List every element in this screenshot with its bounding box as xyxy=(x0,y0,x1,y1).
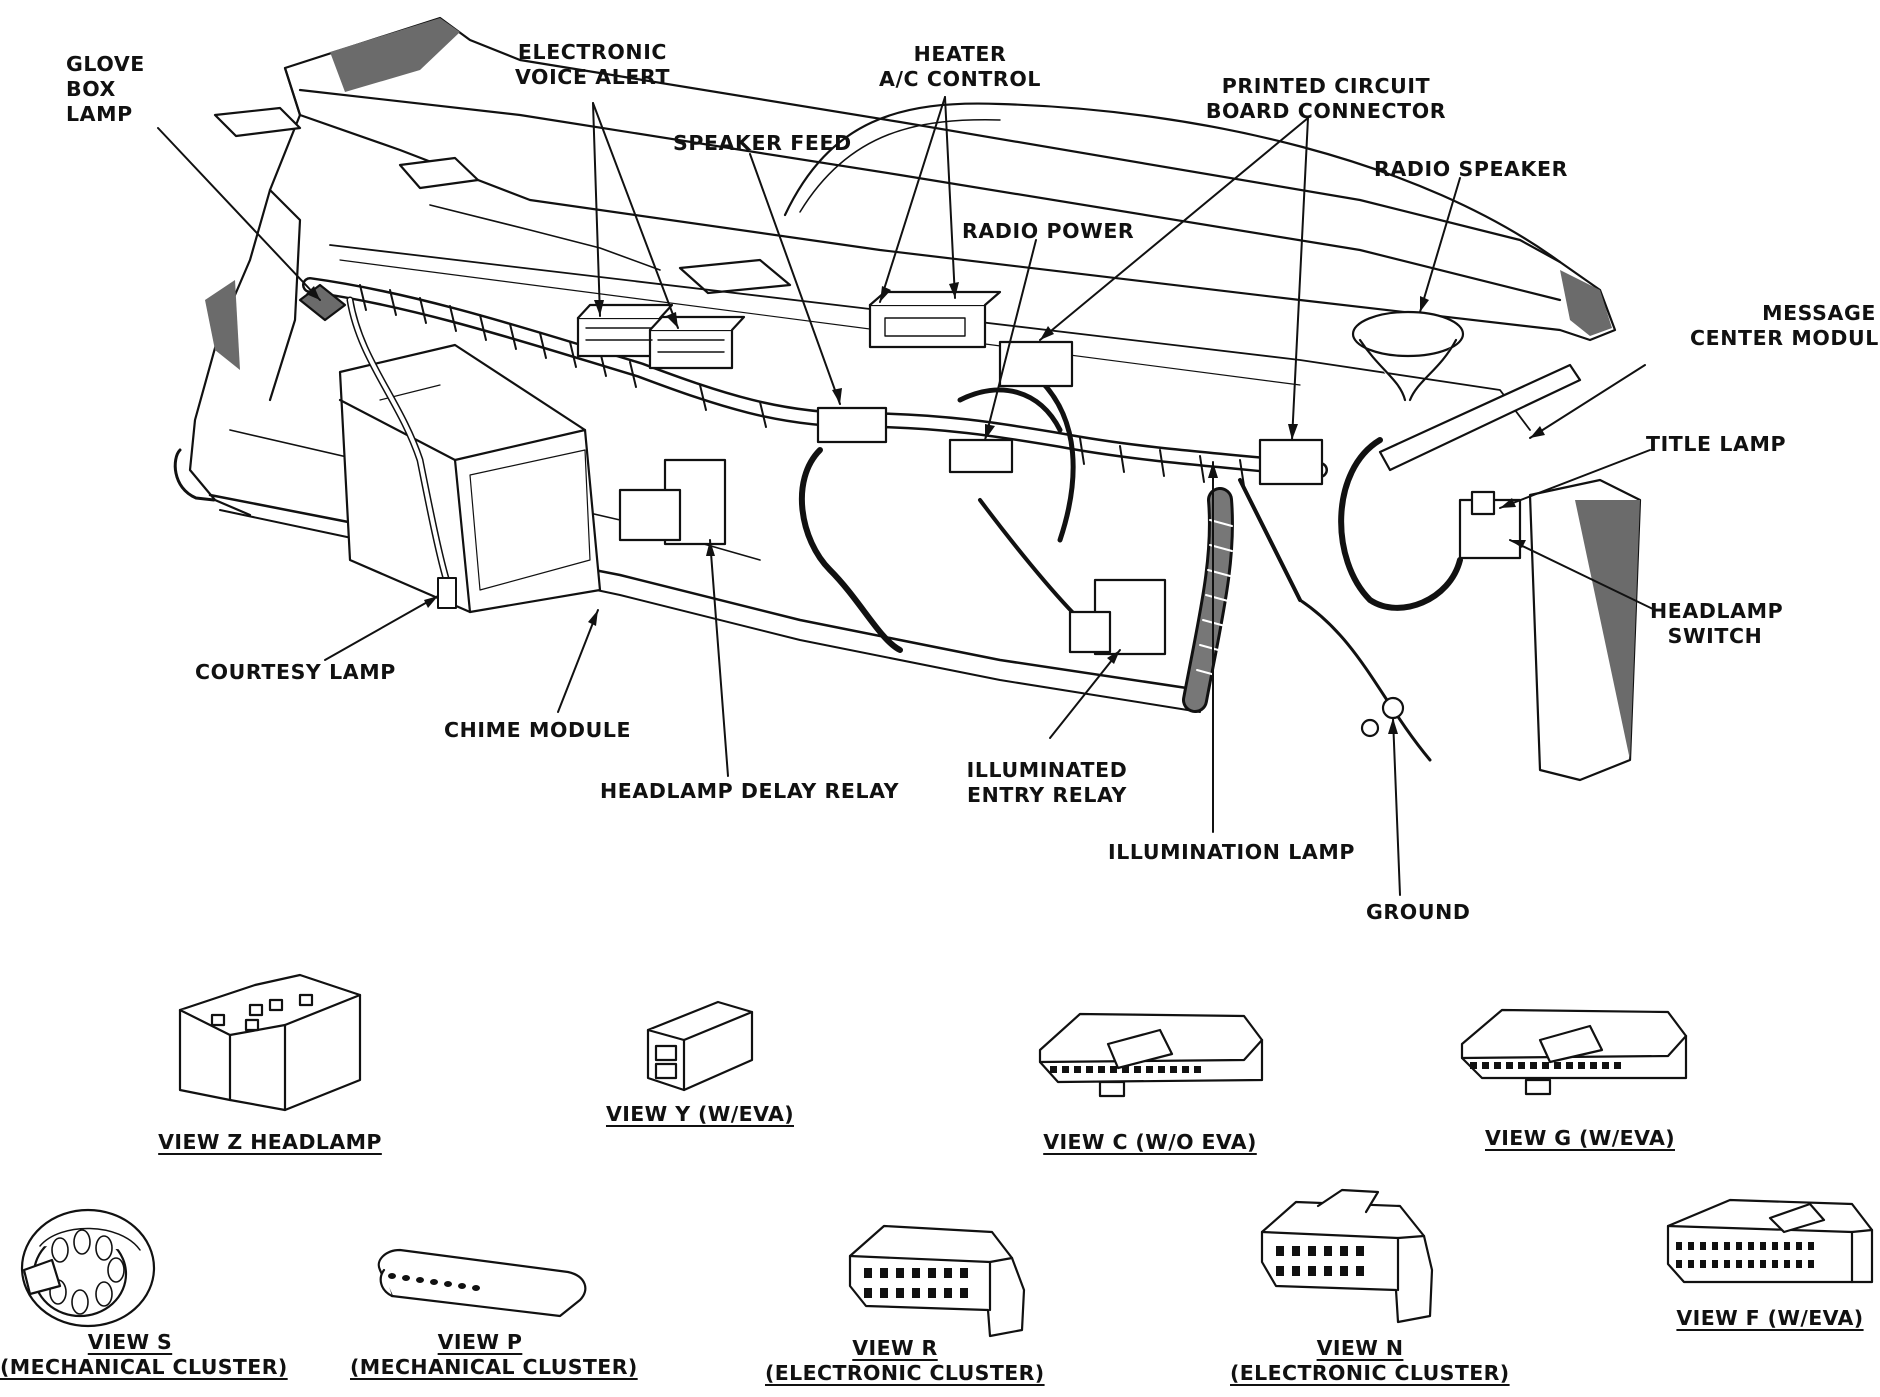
caption-view-p-subtitle: (MECHANICAL CLUSTER) xyxy=(350,1355,638,1379)
caption-view-y: VIEW Y (W/EVA) xyxy=(580,1102,820,1127)
label-headlamp-delay-relay: HEADLAMP DELAY RELAY xyxy=(600,779,900,803)
caption-view-f: VIEW F (W/EVA) xyxy=(1660,1306,1880,1331)
label-radio-power: RADIO POWER xyxy=(962,219,1135,243)
caption-view-s-subtitle: (MECHANICAL CLUSTER) xyxy=(0,1355,288,1379)
label-courtesy-lamp: COURTESY LAMP xyxy=(195,660,396,684)
caption-view-s: VIEW S (MECHANICAL CLUSTER) xyxy=(0,1330,288,1380)
label-headlamp-switch: HEADLAMP SWITCH xyxy=(1650,599,1784,648)
view-c-connector xyxy=(1038,1012,1264,1098)
chime-module-housing xyxy=(338,343,602,614)
view-r-connector xyxy=(848,1224,1026,1338)
view-g-connector xyxy=(1460,1008,1688,1096)
caption-view-z: VIEW Z HEADLAMP xyxy=(150,1130,390,1155)
view-z-headlamp-connector xyxy=(178,973,362,1112)
view-n-connector xyxy=(1260,1188,1434,1324)
view-s-connector xyxy=(20,1208,156,1328)
leader-lines xyxy=(157,96,1656,896)
caption-view-z-title: VIEW Z HEADLAMP xyxy=(158,1130,382,1154)
caption-view-n: VIEW N (ELECTRONIC CLUSTER) xyxy=(1230,1336,1510,1386)
label-illuminated-entry-relay: ILLUMINATED ENTRY RELAY xyxy=(966,758,1128,807)
label-printed-circuit-board-connector: PRINTED CIRCUIT BOARD CONNECTOR xyxy=(1205,74,1447,123)
caption-view-y-title: VIEW Y (W/EVA) xyxy=(605,1102,794,1126)
label-chime-module: CHIME MODULE xyxy=(444,718,632,742)
label-title-lamp: TITLE LAMP xyxy=(1646,432,1787,456)
caption-view-c: VIEW C (W/O EVA) xyxy=(1020,1130,1280,1155)
caption-view-n-subtitle: (ELECTRONIC CLUSTER) xyxy=(1230,1361,1510,1385)
view-p-connector xyxy=(377,1248,587,1318)
leader-arrowheads xyxy=(306,282,1545,734)
caption-view-s-title: VIEW S xyxy=(87,1330,173,1354)
label-glove-box-lamp: GLOVE BOX LAMP xyxy=(66,52,145,126)
view-f-connector xyxy=(1666,1198,1874,1284)
label-electronic-voice-alert: ELECTRONIC VOICE ALERT xyxy=(514,40,671,89)
label-illumination-lamp: ILLUMINATION LAMP xyxy=(1108,840,1356,864)
caption-view-p: VIEW P (MECHANICAL CLUSTER) xyxy=(350,1330,638,1380)
caption-view-f-title: VIEW F (W/EVA) xyxy=(1676,1306,1864,1330)
caption-view-g: VIEW G (W/EVA) xyxy=(1460,1126,1700,1151)
label-message-center-module: MESSAGE CENTER MODULE xyxy=(1690,301,1880,350)
view-y-connector xyxy=(646,1000,754,1092)
caption-view-r-subtitle: (ELECTRONIC CLUSTER) xyxy=(765,1361,1045,1385)
caption-view-n-title: VIEW N xyxy=(1316,1336,1404,1360)
caption-view-p-title: VIEW P xyxy=(437,1330,523,1354)
caption-view-g-title: VIEW G (W/EVA) xyxy=(1485,1126,1675,1150)
caption-view-r-title: VIEW R xyxy=(852,1336,938,1360)
caption-view-c-title: VIEW C (W/O EVA) xyxy=(1043,1130,1257,1154)
label-radio-speaker: RADIO SPEAKER xyxy=(1374,157,1568,181)
label-heater-ac-control: HEATER A/C CONTROL xyxy=(878,42,1042,91)
label-speaker-feed: SPEAKER FEED xyxy=(673,131,852,155)
panel-connectors xyxy=(298,283,1642,782)
label-ground: GROUND xyxy=(1366,900,1471,924)
caption-view-r: VIEW R (ELECTRONIC CLUSTER) xyxy=(765,1336,1045,1386)
